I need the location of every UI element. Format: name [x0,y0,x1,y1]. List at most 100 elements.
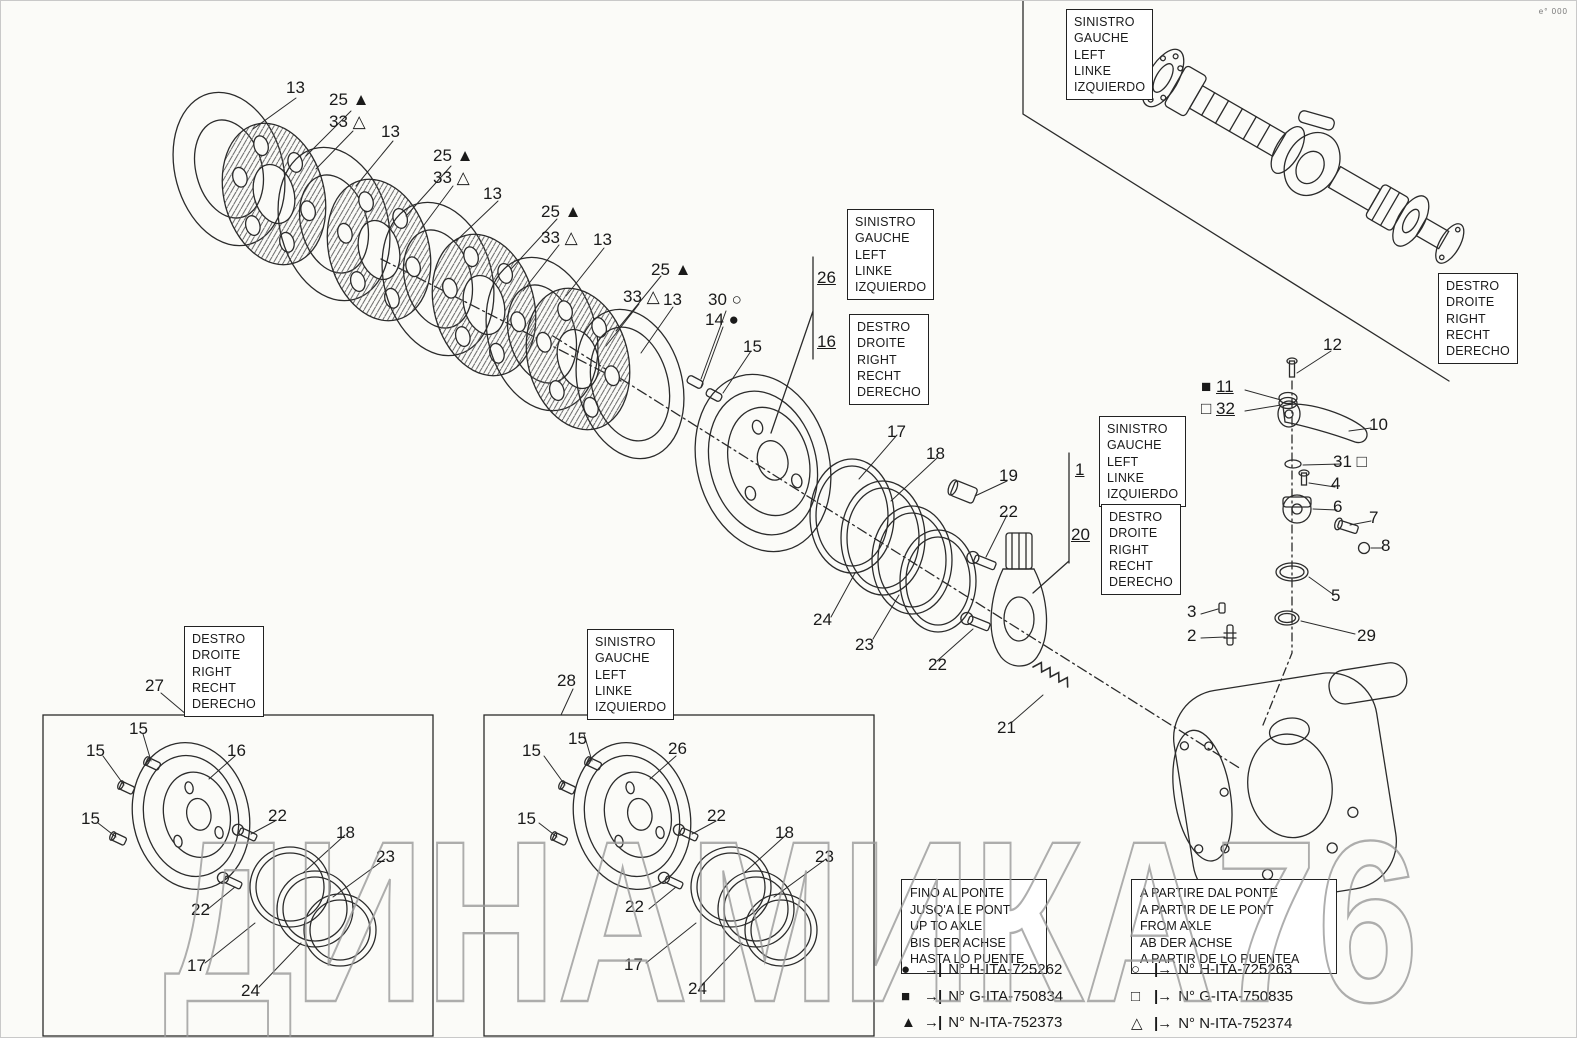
open-square-icon: □ [1131,988,1141,1005]
detail-box-28 [483,714,875,1037]
part-callout-32: □ 32 [1201,399,1235,418]
part-code: N° N-ITA-752374 [1178,1014,1293,1032]
grease-fitting-2 [1223,624,1237,646]
text-line: SINISTRO [595,635,656,649]
text-line: LINKE [855,263,893,278]
kingpin-axis-line [1262,380,1293,726]
filled-square-icon: ■ [1201,377,1212,396]
leader-lines [97,97,1384,988]
text-line: LEFT [1074,47,1106,62]
steel-plate-disc [575,308,685,460]
bushing [947,479,978,504]
text-line: DESTRO [857,320,911,334]
part-callout-18: 18 [926,444,945,463]
text-line: DERECHO [1109,575,1173,589]
text-line: DERECHO [192,697,256,711]
part-callout-18: 18 [775,823,794,842]
part-callout-20: 20 [1071,525,1090,544]
text-line: LEFT [1107,454,1139,469]
text-line: IZQUIERDO [595,700,667,714]
text-line: GAUCHE [1074,31,1129,46]
text-line: LEFT [595,667,627,682]
part-callout-13: 13 [663,290,682,309]
part-code: N° H-ITA-725263 [1178,961,1293,978]
washer-31 [1284,459,1302,469]
part-callout-28: 28 [557,671,576,690]
part-callout-25: 25 ▲ [329,90,370,109]
text-line: DROITE [192,648,241,663]
part-callout-19: 19 [999,466,1018,485]
part-callout-15: 15 [129,719,148,738]
text-line: RECHT [1446,327,1491,342]
text-line: RECHT [857,368,902,383]
text-line: SINISTRO [1074,15,1135,29]
part-callout-2: 2 [1187,626,1197,645]
legend-entry: △ |→ N° N-ITA-752374 [1131,1014,1293,1033]
part-callout-24: 24 [813,610,832,629]
part-callout-26: 26 [668,739,687,758]
o-ring-seals [809,458,977,633]
part-callout-30: 30 ○ [708,290,742,309]
part-callout-13: 13 [381,122,400,141]
text-line: A PARTIR DE LO PUENTEA [1140,952,1300,966]
open-square-icon: □ [1201,399,1212,418]
part-callout-24: 24 [688,979,707,998]
arrow-to-bar-icon: →| [924,961,942,978]
nut-11-32 [1278,391,1298,410]
pin [705,388,723,402]
part-callout-33: 33 △ [623,287,660,306]
text-line: IZQUIERDO [1074,80,1146,94]
bolt [960,611,991,632]
bar-to-arrow-icon: |→ [1154,1014,1172,1032]
part-callout-8: 8 [1381,536,1391,555]
text-line: HASTA LO PUENTE [910,952,1025,966]
filled-square-icon: ■ [901,988,911,1005]
part-callout-16: 16 [817,332,836,351]
friction-disc [221,122,327,266]
screw-12 [1286,357,1298,378]
part-callout-33: 33 △ [541,228,578,247]
steering-lever [1277,400,1368,444]
text-line: FINO AL PONTE [910,886,1005,900]
text-line: DESTRO [1446,279,1500,293]
text-line: LEFT [855,247,887,262]
nut-8 [1357,541,1371,555]
part-callout-15: 15 [522,741,541,760]
filled-circle-icon: ● [901,961,911,978]
part-callout-17: 17 [187,956,206,975]
friction-disc [326,178,432,322]
text-line: LINKE [1074,63,1112,78]
text-line: SINISTRO [855,215,916,229]
part-callout-25: 25 ▲ [651,260,692,279]
part-callout-23: 23 [376,847,395,866]
part-callout-11: ■ 11 [1201,377,1234,396]
text-line: FROM AXLE [1140,919,1212,933]
open-triangle-icon: △ [1131,1015,1143,1032]
part-code: N° N-ITA-752373 [948,1014,1063,1031]
detail-28-drawing [550,741,818,967]
legend-entry: ● →| N° H-ITA-725262 [901,961,1062,978]
text-line: RIGHT [1446,311,1486,326]
text-line: RIGHT [1109,542,1149,557]
text-line: GAUCHE [855,231,910,246]
part-callout-31: 31 □ [1333,452,1367,471]
pin [686,375,704,389]
text-line: RECHT [192,680,237,695]
part-callout-22: 22 [707,806,726,825]
legend-entry: ○ |→ N° H-ITA-725263 [1131,961,1292,978]
text-line: GAUCHE [1107,438,1162,453]
part-callout-16: 16 [227,741,246,760]
part-callout-17: 17 [887,422,906,441]
text-line: SINISTRO [1107,422,1168,436]
legend-entry: ▲ →| N° N-ITA-752373 [901,1014,1062,1031]
part-callout-12: 12 [1323,335,1342,354]
part-callout-25: 25 ▲ [541,202,582,221]
part-callout-25: 25 ▲ [433,146,474,165]
steering-knuckle [990,532,1048,667]
